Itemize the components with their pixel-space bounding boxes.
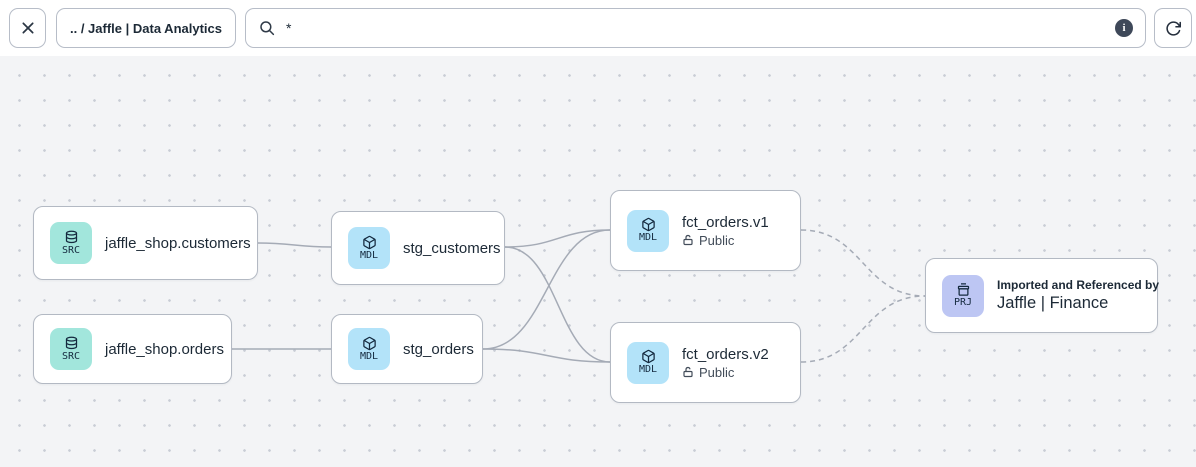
unlock-icon	[683, 234, 693, 246]
node-label: fct_orders.v2	[682, 345, 769, 363]
badge-label: MDL	[638, 364, 658, 375]
source-badge: SRC	[50, 328, 92, 370]
toolbar: .. / Jaffle | Data Analytics i	[0, 0, 1196, 56]
close-button[interactable]	[9, 8, 46, 48]
cube-icon	[362, 336, 376, 350]
archive-box-icon	[957, 283, 969, 296]
access-label: Public	[699, 232, 735, 248]
cube-icon	[641, 217, 655, 232]
refresh-button[interactable]	[1154, 8, 1192, 48]
search-icon	[260, 21, 275, 36]
badge-label: MDL	[359, 350, 379, 362]
access-row: Public	[682, 365, 769, 380]
breadcrumb[interactable]: .. / Jaffle | Data Analytics	[56, 8, 236, 48]
database-icon	[65, 230, 77, 243]
source-badge: SRC	[50, 222, 92, 264]
model-badge: MDL	[348, 227, 390, 269]
info-icon[interactable]: i	[1115, 19, 1133, 37]
badge-label: SRC	[61, 350, 81, 362]
node-stg-customers[interactable]: MDL stg_customers	[331, 211, 505, 285]
node-label: stg_orders	[403, 340, 474, 358]
badge-label: MDL	[638, 232, 658, 243]
unlock-icon	[683, 366, 693, 378]
node-jaffle-shop-customers[interactable]: SRC jaffle_shop.customers	[33, 206, 258, 280]
cube-icon	[641, 349, 655, 364]
close-icon	[21, 22, 34, 34]
badge-label: SRC	[61, 244, 81, 256]
node-jaffle-shop-orders[interactable]: SRC jaffle_shop.orders	[33, 314, 232, 384]
model-badge: MDL	[348, 328, 390, 370]
node-label: fct_orders.v1	[682, 213, 769, 231]
cube-icon	[362, 235, 376, 249]
node-label: jaffle_shop.customers	[105, 234, 251, 252]
access-label: Public	[699, 364, 735, 380]
node-stg-orders[interactable]: MDL stg_orders	[331, 314, 483, 384]
access-row: Public	[682, 233, 769, 248]
node-label: Jaffle | Finance	[997, 294, 1109, 312]
project-badge: PRJ	[942, 274, 984, 317]
model-badge: MDL	[627, 341, 669, 384]
badge-label: MDL	[359, 249, 379, 261]
node-jaffle-finance-project[interactable]: PRJ Imported and Referenced by Jaffle | …	[925, 258, 1160, 333]
search-input[interactable]	[286, 20, 1105, 36]
node-label: jaffle_shop.orders	[105, 340, 224, 358]
node-fct-orders-v2[interactable]: MDL fct_orders.v2 Public	[610, 322, 801, 403]
node-fct-orders-v1[interactable]: MDL fct_orders.v1 Public	[610, 190, 801, 271]
refresh-icon	[1165, 20, 1181, 36]
node-label: stg_customers	[403, 239, 501, 257]
breadcrumb-label: .. / Jaffle | Data Analytics	[70, 20, 222, 36]
badge-label: PRJ	[953, 297, 973, 308]
search-box[interactable]: i	[245, 8, 1146, 48]
database-icon	[65, 336, 77, 349]
node-subtitle: Imported and Referenced by	[997, 278, 1160, 292]
model-badge: MDL	[627, 209, 669, 252]
